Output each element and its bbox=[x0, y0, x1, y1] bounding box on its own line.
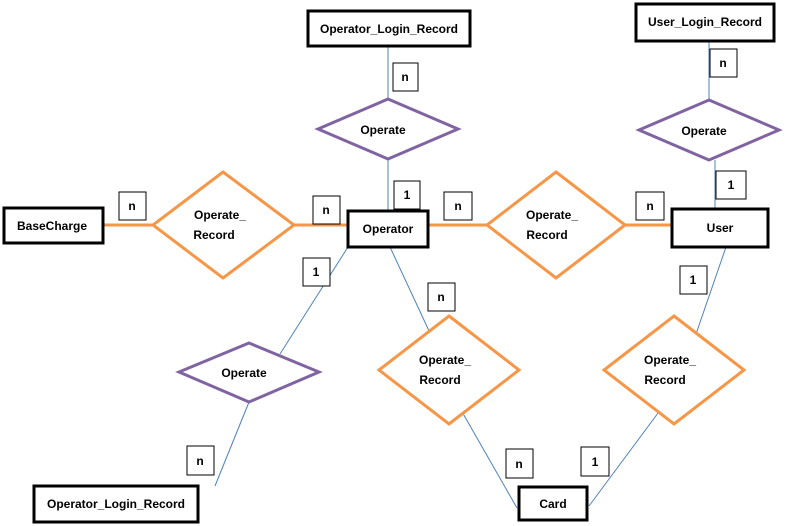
cardinality-card-right-1: 1 bbox=[580, 446, 610, 477]
cardinalities: n n 1 1 n n n n bbox=[118, 48, 747, 479]
cardinality-login-bottom-n: n bbox=[186, 445, 215, 476]
line-record-mid-to-card bbox=[460, 409, 518, 509]
cardinality-user-card-1: 1 bbox=[679, 265, 708, 295]
relationship-operate-bottom-left: Operate bbox=[175, 341, 323, 404]
svg-text:n: n bbox=[128, 199, 135, 213]
cardinality-user-left-n: n bbox=[635, 191, 665, 221]
entity-operator: Operator bbox=[346, 209, 430, 249]
relationship-operate-record-mid: Operate_ Record bbox=[484, 170, 628, 280]
cardinality-operator-top-1: 1 bbox=[393, 180, 421, 210]
svg-text:n: n bbox=[646, 199, 653, 213]
entity-label: Operator_Login_Record bbox=[320, 22, 458, 36]
line-operator-to-record-mid bbox=[389, 246, 431, 334]
cardinality-top-mid-n: n bbox=[392, 62, 419, 92]
svg-text:n: n bbox=[719, 56, 726, 70]
line-operate-bottom-to-login bbox=[214, 401, 250, 487]
cardinality-user-top-1: 1 bbox=[715, 170, 747, 200]
svg-text:n: n bbox=[515, 457, 522, 471]
relationship-label-line1: Operate_ bbox=[194, 208, 246, 222]
line-user-to-record-right bbox=[695, 246, 727, 335]
entity-user-login-record: User_Login_Record bbox=[634, 2, 776, 43]
cardinality-operator-card-n: n bbox=[427, 282, 456, 312]
line-operator-to-operate-bottom bbox=[279, 246, 349, 355]
svg-text:1: 1 bbox=[690, 273, 697, 287]
entity-operator-login-record-bottom: Operator_Login_Record bbox=[32, 484, 200, 524]
relationship-label: Operate bbox=[360, 123, 406, 137]
svg-text:n: n bbox=[454, 199, 461, 213]
svg-text:n: n bbox=[437, 290, 444, 304]
relationship-operate-record-left: Operate_ Record bbox=[150, 170, 297, 280]
entity-user: User bbox=[670, 207, 770, 249]
entity-label: Card bbox=[539, 497, 566, 511]
cardinality-top-right-n: n bbox=[709, 48, 738, 78]
cardinality-operator-left-n: n bbox=[312, 195, 341, 225]
svg-text:1: 1 bbox=[592, 455, 599, 469]
cardinality-card-left-n: n bbox=[505, 448, 534, 479]
cardinality-basecharge-n: n bbox=[118, 191, 147, 221]
svg-text:1: 1 bbox=[313, 265, 320, 279]
entity-basecharge: BaseCharge bbox=[2, 206, 105, 245]
entity-label: BaseCharge bbox=[17, 219, 87, 233]
entity-label: Operator_Login_Record bbox=[47, 497, 185, 511]
relationship-operate-top-mid: Operate bbox=[314, 97, 462, 161]
line-record-right-to-card bbox=[588, 408, 662, 507]
relationship-label-line2: Record bbox=[526, 228, 567, 242]
svg-text:n: n bbox=[401, 70, 408, 84]
cardinality-operator-right-n: n bbox=[443, 191, 473, 221]
entity-label: User bbox=[707, 221, 734, 235]
relationship-label: Operate bbox=[221, 366, 267, 380]
entity-operator-login-record-top: Operator_Login_Record bbox=[306, 9, 472, 48]
entity-label: User_Login_Record bbox=[648, 15, 762, 29]
relationship-label-line2: Record bbox=[419, 373, 460, 387]
relationship-label-line1: Operate_ bbox=[526, 208, 578, 222]
relationship-label: Operate bbox=[681, 124, 727, 138]
svg-text:n: n bbox=[322, 203, 329, 217]
svg-text:1: 1 bbox=[728, 178, 735, 192]
relationship-operate-record-bottom-mid: Operate_ Record bbox=[376, 314, 522, 426]
svg-text:1: 1 bbox=[404, 188, 411, 202]
relationship-operate-top-right: Operate bbox=[635, 98, 783, 162]
relationship-operate-record-bottom-right: Operate_ Record bbox=[601, 314, 747, 426]
connectors bbox=[103, 41, 727, 509]
entity-label: Operator bbox=[363, 222, 414, 236]
svg-text:n: n bbox=[196, 454, 203, 468]
entity-card: Card bbox=[517, 485, 589, 522]
relationship-label-line2: Record bbox=[644, 373, 685, 387]
relationship-label-line2: Record bbox=[193, 228, 234, 242]
relationship-label-line1: Operate_ bbox=[419, 353, 471, 367]
relationship-label-line1: Operate_ bbox=[644, 353, 696, 367]
cardinality-operator-bottomleft-1: 1 bbox=[302, 257, 331, 287]
